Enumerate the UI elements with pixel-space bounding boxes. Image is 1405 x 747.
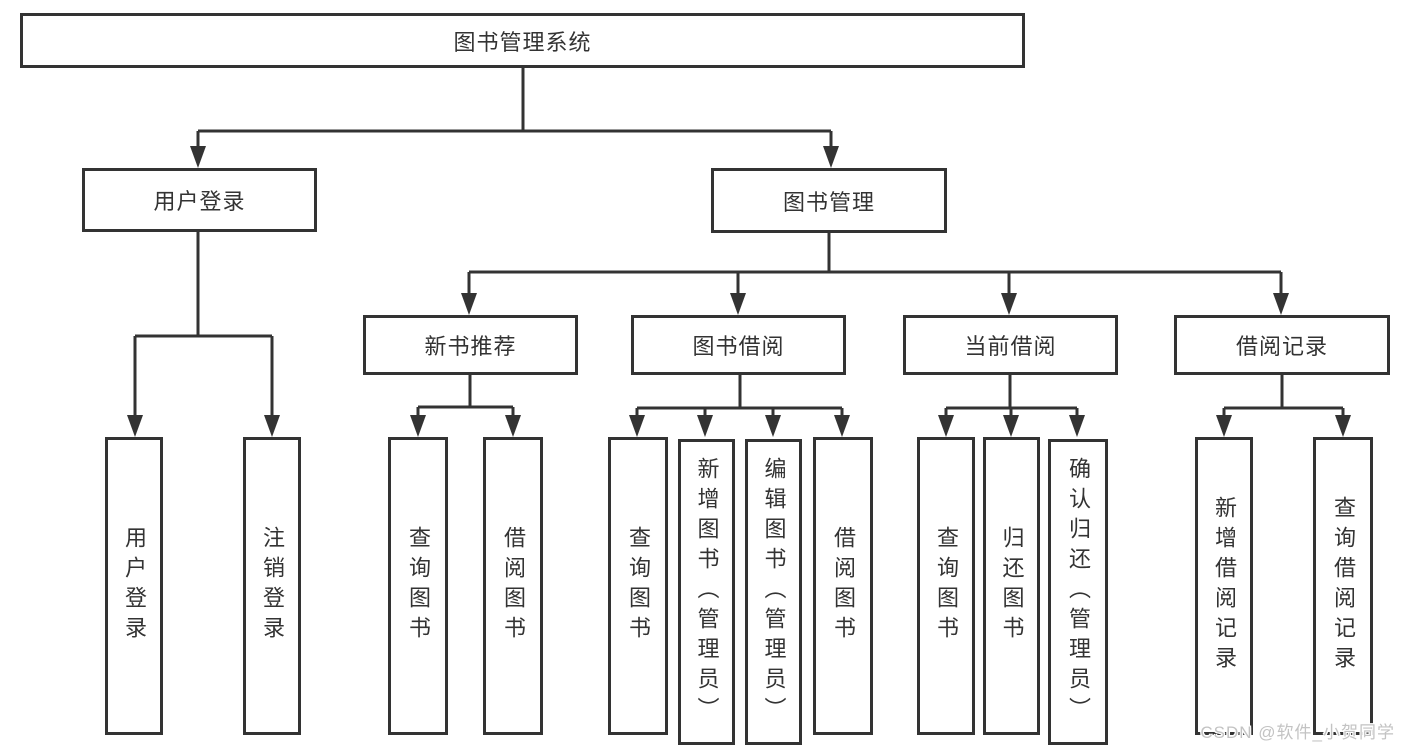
connector-current-branch — [944, 375, 1079, 419]
leaf-borrow-borrow-book: 借阅图书 — [813, 437, 873, 735]
leaf-recommend-query-book: 查询图书 — [388, 437, 448, 735]
node-book-borrow-label: 图书借阅 — [692, 334, 785, 359]
leaf-record-query-record: 查询借阅记录 — [1313, 437, 1373, 735]
leaf-borrow-query-book: 查询图书 — [608, 437, 668, 735]
leaf-borrow-add-book-admin-label: 新增图书（管理员） — [694, 457, 720, 727]
node-current-borrow: 当前借阅 — [903, 315, 1118, 375]
arrowhead — [823, 146, 839, 168]
node-new-book-recommend-label: 新书推荐 — [424, 334, 517, 359]
arrowhead — [1335, 415, 1351, 437]
leaf-current-query-book-label: 查询图书 — [934, 526, 959, 646]
leaf-current-return-book-label: 归还图书 — [999, 526, 1025, 646]
arrowhead — [505, 415, 521, 437]
leaf-recommend-borrow-book-label: 借阅图书 — [501, 526, 526, 646]
arrowhead — [938, 415, 954, 437]
node-user-login: 用户登录 — [82, 168, 317, 232]
node-borrow-record: 借阅记录 — [1174, 315, 1390, 375]
leaf-borrow-add-book-admin: 新增图书（管理员） — [678, 439, 735, 745]
leaf-borrow-query-book-label: 查询图书 — [626, 526, 651, 646]
node-new-book-recommend: 新书推荐 — [363, 315, 578, 375]
arrowhead — [264, 415, 280, 437]
node-library-system-label: 图书管理系统 — [453, 29, 592, 55]
connector-recommend-branch — [416, 375, 515, 419]
arrowhead — [410, 415, 426, 437]
leaf-logout-label: 注销登录 — [260, 526, 285, 646]
node-library-system: 图书管理系统 — [20, 13, 1025, 68]
arrowhead — [127, 415, 143, 437]
leaf-borrow-edit-book-admin: 编辑图书（管理员） — [745, 439, 802, 745]
leaf-current-confirm-return-admin-label: 确认归还（管理员） — [1066, 457, 1091, 727]
node-user-login-label: 用户登录 — [153, 189, 246, 214]
leaf-current-query-book: 查询图书 — [917, 437, 975, 735]
leaf-recommend-borrow-book: 借阅图书 — [483, 437, 543, 735]
node-borrow-record-label: 借阅记录 — [1235, 334, 1328, 359]
arrowhead — [1069, 415, 1085, 437]
arrowhead — [190, 146, 206, 168]
node-book-borrow: 图书借阅 — [631, 315, 846, 375]
connector-user-branch — [133, 232, 274, 419]
arrowhead — [1216, 415, 1232, 437]
node-book-management: 图书管理 — [711, 168, 947, 233]
leaf-record-add-record-label: 新增借阅记录 — [1212, 496, 1237, 676]
leaf-record-add-record: 新增借阅记录 — [1195, 437, 1253, 735]
watermark-text: CSDN @软件_小贺同学 — [1200, 723, 1395, 742]
connector-borrow-branch — [635, 375, 844, 419]
leaf-current-return-book: 归还图书 — [983, 437, 1040, 735]
arrowhead — [1273, 293, 1289, 315]
leaf-user-login-label: 用户登录 — [122, 526, 147, 646]
arrowhead — [629, 415, 645, 437]
arrowhead — [765, 415, 781, 437]
leaf-user-login: 用户登录 — [105, 437, 163, 735]
arrowhead — [1003, 415, 1019, 437]
arrowhead — [834, 415, 850, 437]
arrowhead — [1001, 293, 1017, 315]
arrowhead — [730, 293, 746, 315]
node-current-borrow-label: 当前借阅 — [964, 334, 1057, 359]
leaf-logout: 注销登录 — [243, 437, 301, 735]
leaf-borrow-borrow-book-label: 借阅图书 — [831, 526, 856, 646]
connector-record-branch — [1222, 375, 1345, 419]
leaf-current-confirm-return-admin: 确认归还（管理员） — [1048, 439, 1108, 745]
connector-mgmt-branch — [467, 233, 1283, 297]
node-book-management-label: 图书管理 — [782, 189, 875, 215]
leaf-borrow-edit-book-admin-label: 编辑图书（管理员） — [761, 457, 787, 727]
leaf-recommend-query-book-label: 查询图书 — [406, 526, 431, 646]
leaf-record-query-record-label: 查询借阅记录 — [1331, 496, 1356, 676]
connector-root-branch — [196, 68, 833, 150]
arrowhead — [461, 293, 477, 315]
arrowhead — [697, 415, 713, 437]
